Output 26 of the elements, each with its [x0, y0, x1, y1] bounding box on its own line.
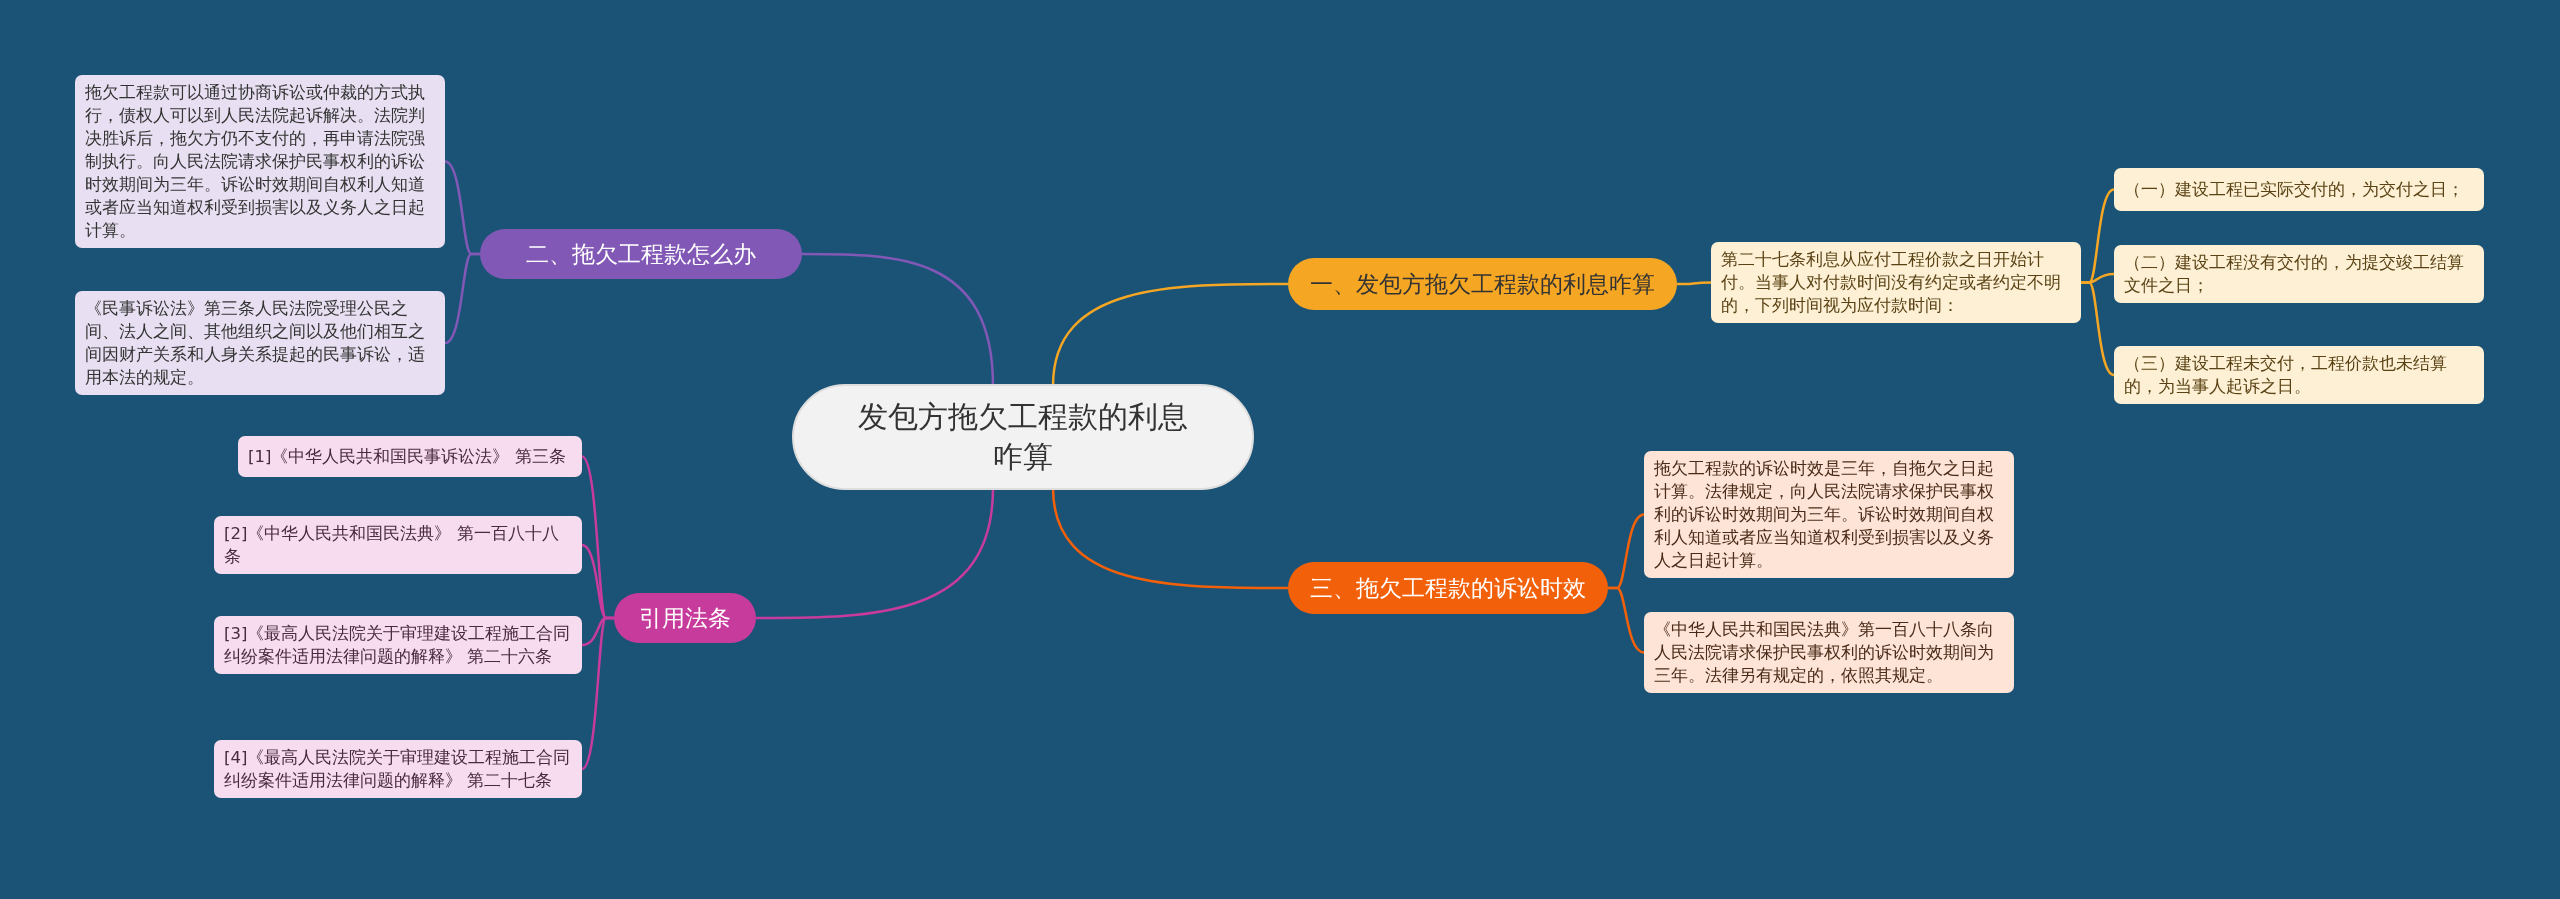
note-box: [3]《最高人民法院关于审理建设工程施工合同纠纷案件适用法律问题的解释》 第二十六条 [214, 616, 582, 674]
branch-topic: 引用法条 [614, 593, 756, 643]
connector-line [1051, 487, 1288, 590]
note-box: 拖欠工程款的诉讼时效是三年，自拖欠之日起计算。法律规定，向人民法院请求保护民事权利的诉讼时效期间为三年。诉讼时效期间自权利人知道或者应当知道权利受到损害以及义务人之日起计算。 [1644, 451, 2014, 578]
branch-topic: 一、发包方拖欠工程款的利息咋算 [1288, 258, 1677, 310]
connector-line [1677, 281, 1711, 286]
note-box: 《民事诉讼法》第三条人民法院受理公民之间、法人之间、其他组织之间以及他们相互之间因财产关系和人身关系提起的民事诉讼，适用本法的规定。 [75, 291, 445, 395]
connector-line [2081, 281, 2115, 377]
connector-line [444, 252, 480, 345]
connector-line [756, 487, 995, 620]
connector-line [1051, 282, 1288, 387]
note-box: [2]《中华人民共和国民法典》 第一百八十八条 [214, 516, 582, 574]
note-box: 第二十七条利息从应付工程价款之日开始计付。当事人对付款时间没有约定或者约定不明的，下列时间视为应付款时间： [1711, 242, 2081, 323]
note-box: [1]《中华人民共和国民事诉讼法》 第三条 [238, 436, 582, 477]
connector-line [1608, 586, 1645, 654]
branch-topic: 三、拖欠工程款的诉讼时效 [1288, 562, 1608, 614]
central-topic: 发包方拖欠工程款的利息咋算 [792, 384, 1254, 490]
note-box: （二）建设工程没有交付的，为提交竣工结算文件之日； [2114, 245, 2484, 303]
connector-line [802, 252, 995, 387]
note-box: 拖欠工程款可以通过协商诉讼或仲裁的方式执行，债权人可以到人民法院起诉解决。法院判决胜诉后，拖欠方仍不支付的，再申请法院强制执行。向人民法院请求保护民事权利的诉讼时效期间为三年。诉讼时效期间自权利人知道或者应当知道权利受到损害以及义务人之日起计算。 [75, 75, 445, 248]
note-box: （三）建设工程未交付，工程价款也未结算的，为当事人起诉之日。 [2114, 346, 2484, 404]
note-box: （一）建设工程已实际交付的，为交付之日； [2114, 168, 2484, 211]
note-box: 《中华人民共和国民法典》第一百八十八条向人民法院请求保护民事权利的诉讼时效期间为三年。法律另有规定的，依照其规定。 [1644, 612, 2014, 693]
note-box: [4]《最高人民法院关于审理建设工程施工合同纠纷案件适用法律问题的解释》 第二十七条 [214, 740, 582, 798]
connector-line [581, 616, 614, 770]
branch-topic: 二、拖欠工程款怎么办 [480, 229, 802, 279]
